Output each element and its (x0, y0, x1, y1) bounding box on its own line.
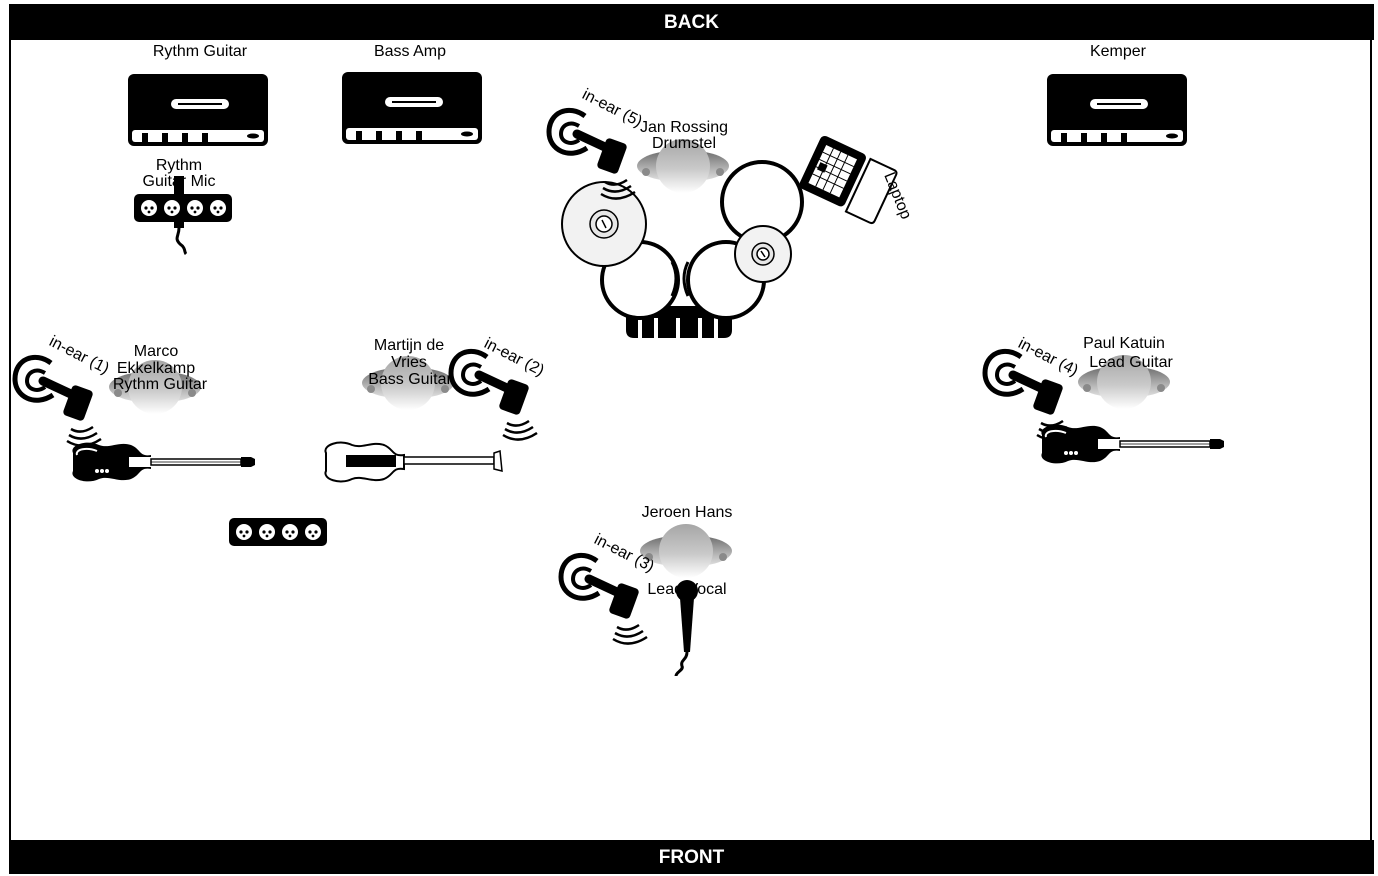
lead-guitarist-role: Lead Guitar (1071, 354, 1191, 371)
rythm-guitar-mic-label-line1: Rythm (119, 157, 239, 174)
bassist-role: Bass Guitar (350, 371, 470, 388)
bass-guitar-icon (325, 443, 502, 482)
bass-amp-icon (342, 72, 482, 144)
bass-amp-label: Bass Amp (350, 43, 470, 60)
rythm-guitarist-role: Rythm Guitar (100, 376, 220, 393)
lead-guitarist-name: Paul Katuin (1064, 335, 1184, 352)
drummer-name: Jan Rossing (624, 119, 744, 136)
vocalist-person-icon (640, 524, 732, 578)
rythm-guitar-amp-icon (128, 74, 268, 146)
rythm-guitarist-name-line2: Ekkelkamp (96, 360, 216, 377)
in-ear-monitor-icon-3 (561, 555, 647, 643)
rythm-guitar-mic-label-line2: Guitar Mic (119, 173, 239, 190)
rythm-guitar-amp-label: Rythm Guitar (140, 43, 260, 60)
bassist-name-line1: Martijn de (349, 337, 469, 354)
power-strip-icon-bottom (229, 518, 327, 546)
in-ear-monitor-icon-1 (15, 357, 101, 445)
power-strip-icon-top (134, 194, 232, 222)
kemper-amp-icon (1047, 74, 1187, 146)
rythm-guitar-icon (72, 443, 255, 482)
bassist-name-line2: Vries (349, 354, 469, 371)
drummer-role: Drumstel (624, 135, 744, 152)
vocalist-role: Lead Vocal (627, 581, 747, 598)
lead-guitar-icon (1041, 425, 1224, 464)
vocalist-name: Jeroen Hans (627, 504, 747, 521)
kemper-amp-label: Kemper (1058, 43, 1178, 60)
rythm-guitarist-name-line1: Marco (96, 343, 216, 360)
